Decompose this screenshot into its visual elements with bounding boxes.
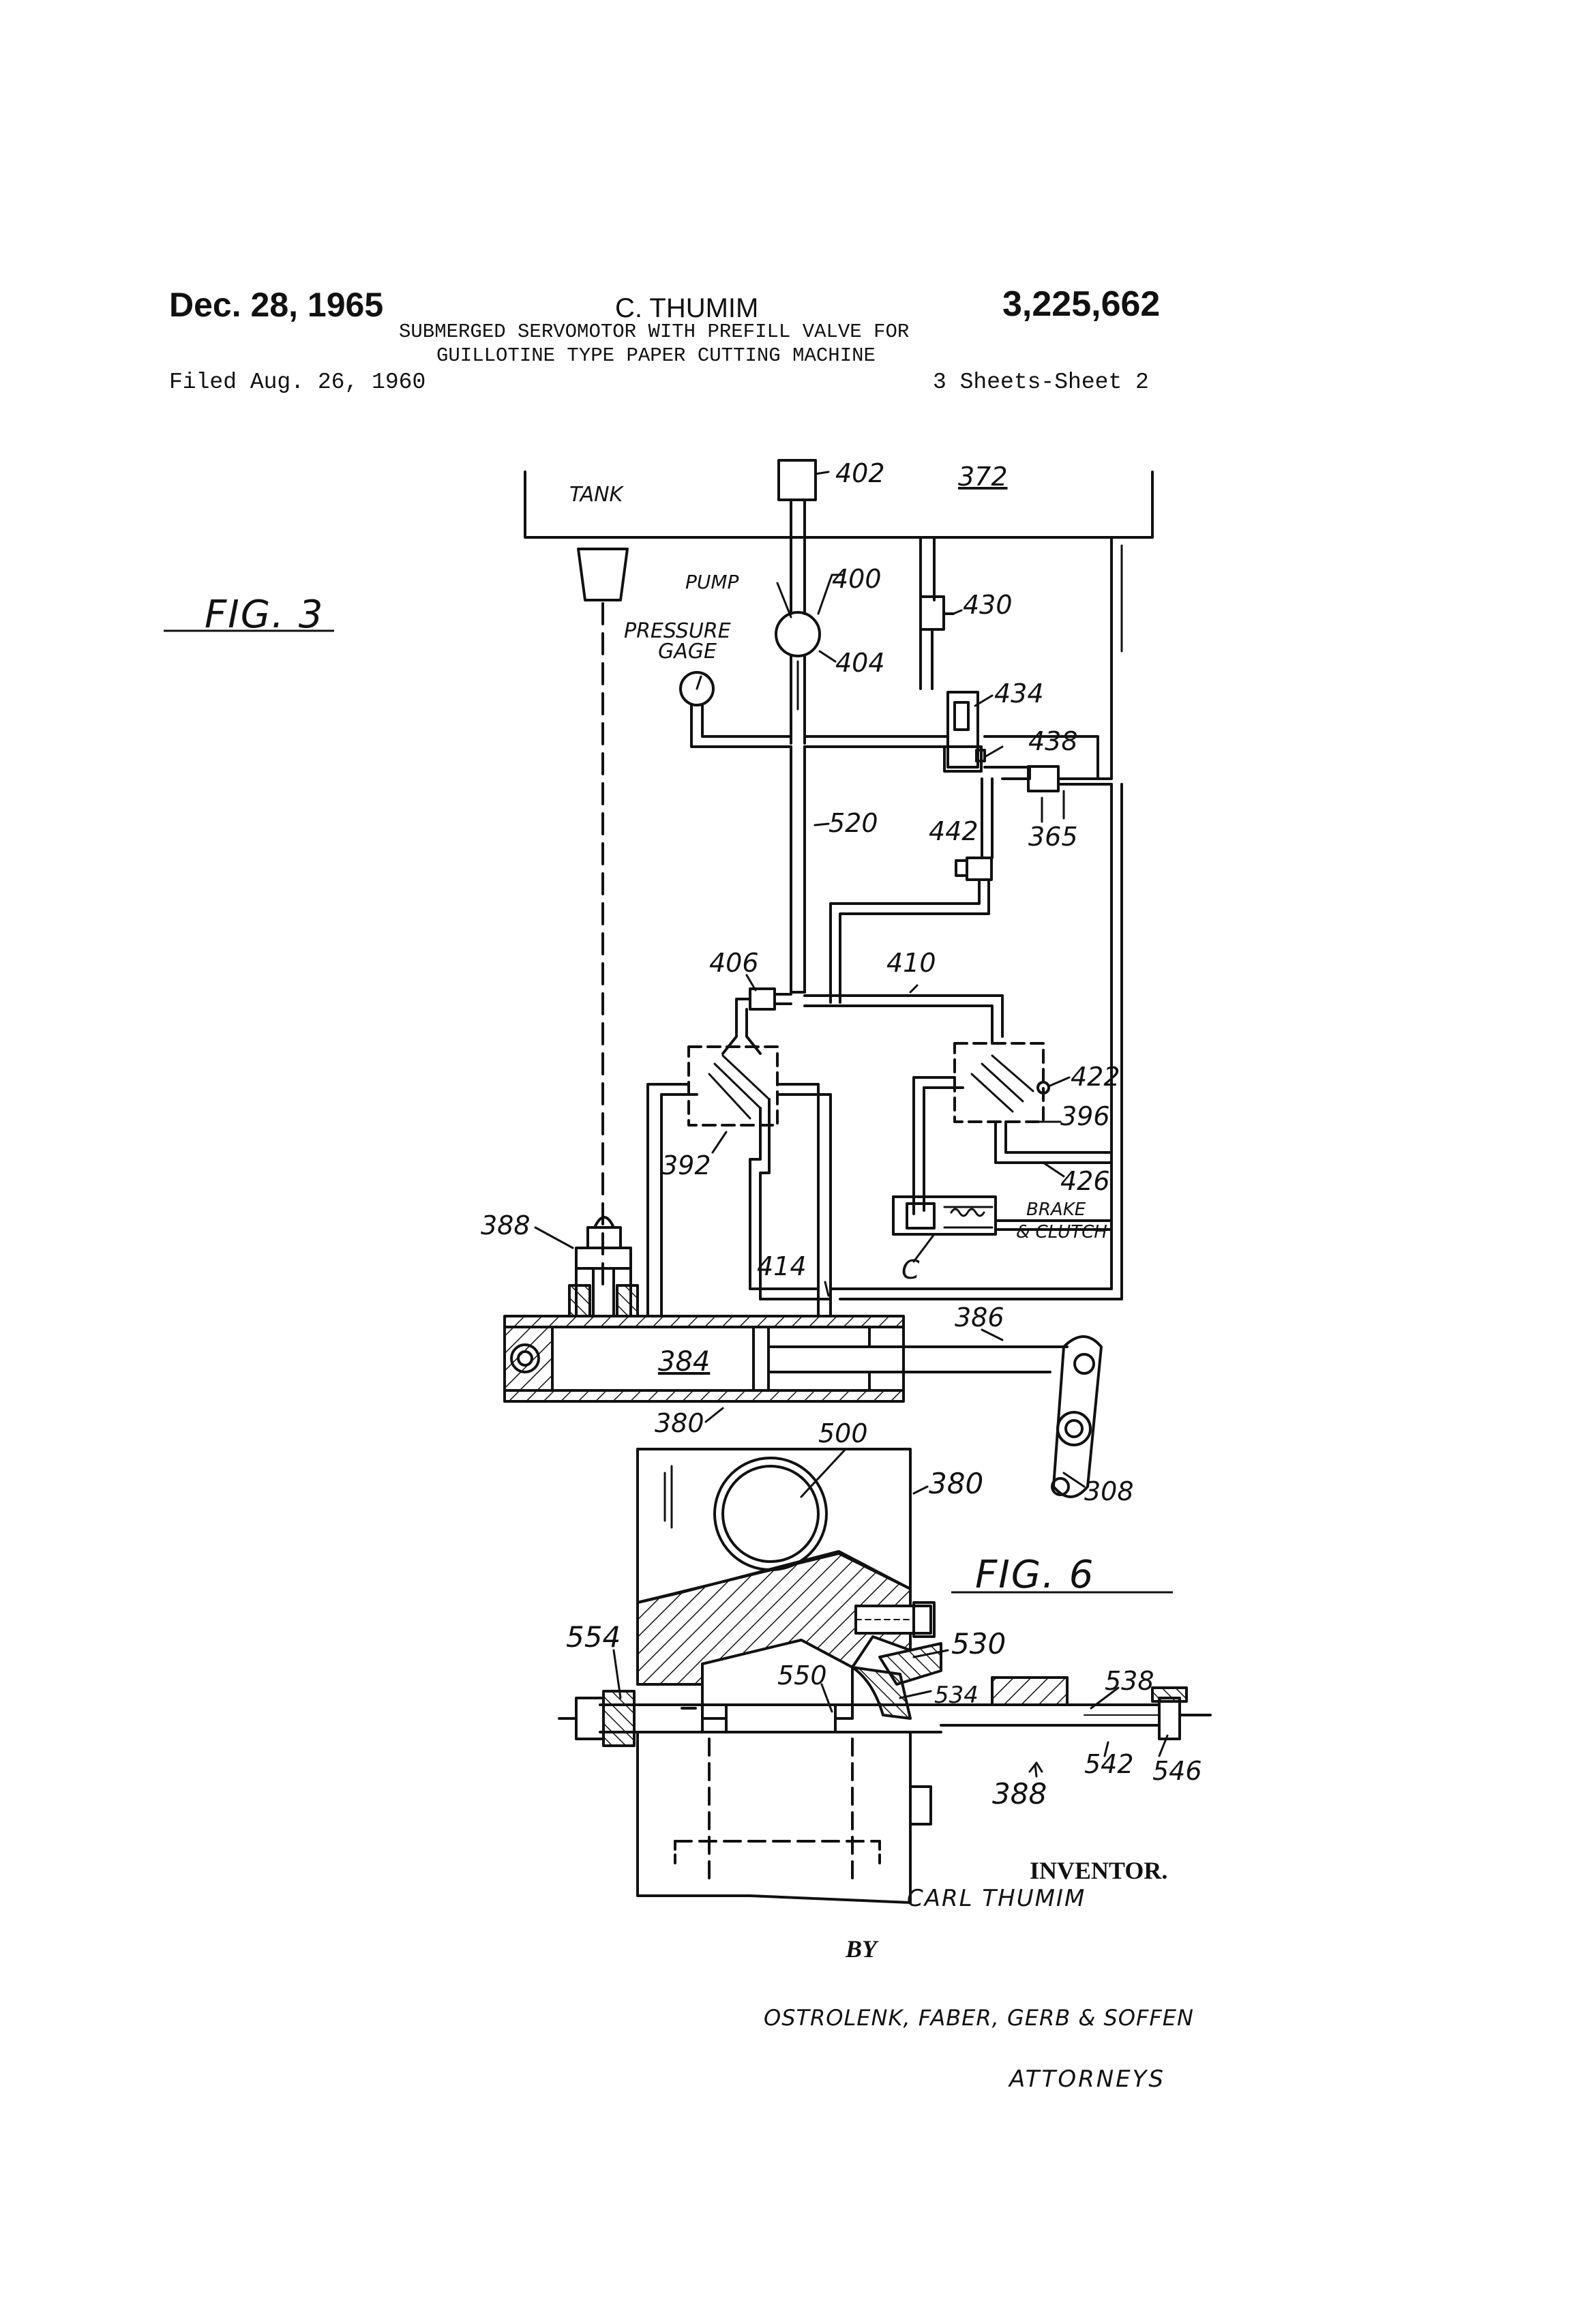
- fig3-hydraulic-circuit: [503, 459, 1154, 1498]
- label-402: 402: [835, 458, 885, 488]
- valve-406: [749, 987, 776, 1011]
- label-426: 426: [1060, 1166, 1110, 1196]
- title-line-1: SUBMERGED SERVOMOTOR WITH PREFILL VALVE …: [399, 321, 910, 343]
- valve-430: [919, 595, 945, 631]
- label-gage: GAGE: [658, 640, 717, 664]
- inventor-heading: INVENTOR.: [1030, 1857, 1167, 1884]
- label-410: 410: [886, 948, 936, 978]
- label-c: C: [901, 1255, 920, 1285]
- inventor-signature: CARL THUMIM: [907, 1885, 1086, 1912]
- patent-number: 3,225,662: [1002, 284, 1161, 324]
- label-388-fig6: 388: [992, 1777, 1047, 1811]
- label-404: 404: [835, 648, 885, 678]
- label-414: 414: [757, 1251, 807, 1281]
- valve-434: [946, 691, 979, 769]
- label-372: 372: [958, 462, 1008, 492]
- bore-500: [713, 1457, 828, 1571]
- fig6-leaders: [612, 1448, 1169, 1757]
- by-label: BY: [845, 1935, 879, 1963]
- attorneys-label: ATTORNEYS: [1008, 2066, 1165, 2093]
- valve-396: [953, 1042, 1045, 1123]
- label-530: 530: [951, 1627, 1006, 1660]
- fig3-caption-group: FIG. 3: [164, 593, 334, 637]
- valve-392: [687, 1045, 779, 1127]
- label-422: 422: [1071, 1062, 1120, 1092]
- label-pressure: PRESSURE: [624, 619, 731, 643]
- label-brake: BRAKE: [1026, 1200, 1086, 1220]
- label-550: 550: [777, 1660, 827, 1690]
- label-pump: PUMP: [685, 571, 739, 593]
- label-386: 386: [955, 1302, 1004, 1332]
- brake-clutch-cylinder: [892, 1195, 997, 1236]
- label-542: 542: [1084, 1749, 1134, 1779]
- sheet-count: 3 Sheets-Sheet 2: [933, 370, 1149, 395]
- label-520: 520: [829, 808, 878, 838]
- nut-546: [1158, 1697, 1181, 1740]
- label-438: 438: [1028, 726, 1078, 756]
- label-434: 434: [994, 679, 1044, 709]
- label-538: 538: [1105, 1666, 1154, 1696]
- fig6-caption: FIG. 6: [975, 1553, 1094, 1597]
- valve-365: [1027, 765, 1060, 792]
- label-clutch: & CLUTCH: [1016, 1222, 1107, 1242]
- fig6-section: [558, 1448, 1212, 1904]
- fig3-leaders: [534, 471, 1086, 1488]
- pump-motor-box: [777, 459, 817, 501]
- label-534: 534: [934, 1682, 979, 1709]
- patent-date: Dec. 28, 1965: [169, 286, 384, 324]
- label-392: 392: [661, 1150, 711, 1180]
- label-546: 546: [1152, 1756, 1202, 1786]
- pressure-gage: [679, 671, 715, 706]
- label-554: 554: [566, 1620, 621, 1654]
- label-365: 365: [1028, 822, 1078, 852]
- label-396: 396: [1060, 1101, 1110, 1131]
- label-tank: TANK: [569, 483, 625, 507]
- attorney-firm: OSTROLENK, FABER, GERB & SOFFEN: [764, 2005, 1194, 2031]
- filed-date: Filed Aug. 26, 1960: [169, 370, 426, 395]
- label-308: 308: [1084, 1476, 1134, 1506]
- inventor-name: C. THUMIM: [615, 293, 759, 323]
- label-380-fig6: 380: [929, 1467, 983, 1500]
- label-406: 406: [709, 948, 759, 978]
- fig6-caption-group: FIG. 6: [951, 1553, 1173, 1597]
- label-500: 500: [818, 1418, 868, 1448]
- boss: [909, 1785, 932, 1826]
- label-442: 442: [929, 816, 979, 846]
- valve-442: [966, 856, 993, 881]
- housing-lower: [636, 1731, 912, 1904]
- label-380-fig3: 380: [655, 1408, 704, 1438]
- fig3-caption: FIG. 3: [205, 593, 324, 637]
- tank-drain-funnel: [577, 548, 629, 601]
- piston-rod: [902, 1345, 1069, 1373]
- label-384: 384: [658, 1346, 710, 1377]
- pump-symbol: [775, 611, 821, 657]
- tank-outline: [524, 471, 1154, 539]
- label-388: 388: [481, 1210, 531, 1240]
- label-400: 400: [832, 564, 882, 594]
- title-line-2: GUILLOTINE TYPE PAPER CUTTING MACHINE: [436, 344, 876, 367]
- label-430: 430: [963, 590, 1013, 620]
